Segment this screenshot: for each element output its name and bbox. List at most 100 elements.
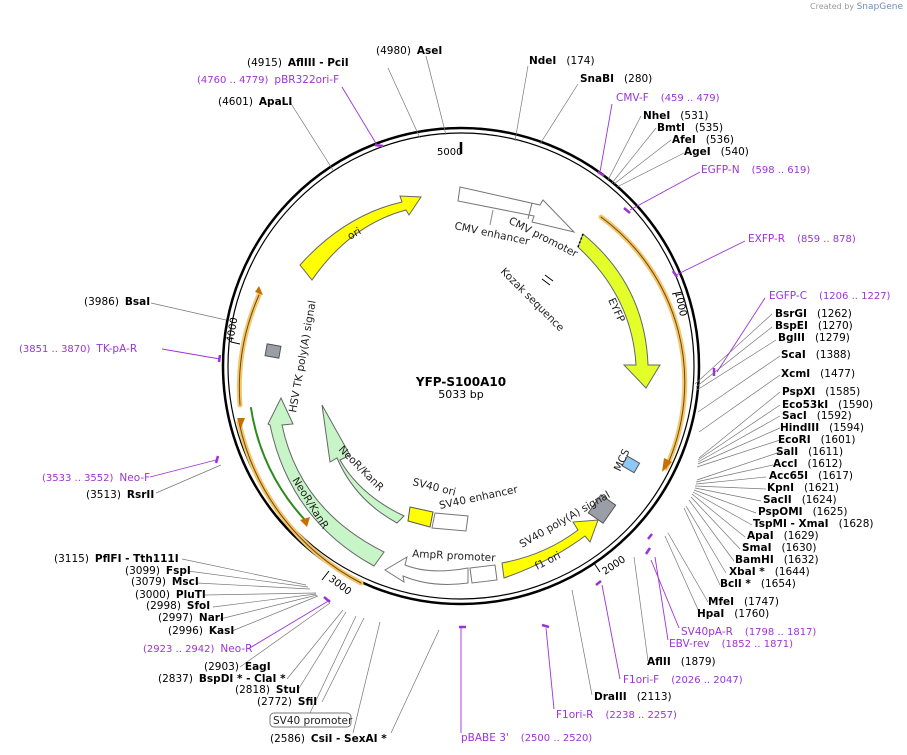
enzyme-site-hpai: HpaI (1760) bbox=[697, 608, 769, 620]
enzyme-name: CsiI - SexAI * bbox=[311, 733, 387, 745]
enzyme-site-bglii: BglII(1279) bbox=[778, 332, 850, 344]
enzyme-name: NdeI bbox=[529, 55, 556, 67]
label-ori: ori bbox=[346, 225, 364, 242]
primer-neor: (2923 .. 2942)Neo-R bbox=[143, 643, 252, 655]
enzyme-position: (3079) bbox=[131, 576, 166, 588]
primer-f1orir: F1ori-R(2238 .. 2257) bbox=[556, 709, 677, 721]
label-neor-outer: NeoR/KanR bbox=[289, 475, 330, 531]
primer-range: (2026 .. 2047) bbox=[671, 675, 743, 686]
primer-name: EBV-rev bbox=[669, 638, 710, 650]
enzyme-site-pspxi: PspXI(1585) bbox=[782, 386, 860, 398]
enzyme-name: HpaI bbox=[697, 608, 724, 620]
enzyme-name: KasI bbox=[209, 625, 234, 637]
enzyme-position: (1388) bbox=[816, 349, 851, 361]
leader-lines bbox=[150, 55, 781, 734]
snapgene-brand: SnapGene bbox=[856, 2, 903, 12]
primer-name: EXFP-R bbox=[748, 233, 785, 245]
credit-prefix: Created by bbox=[810, 2, 855, 11]
enzyme-name: EagI bbox=[245, 661, 271, 673]
enzyme-position: (4980) bbox=[376, 45, 411, 57]
enzyme-site-acc65i: Acc65I(1617) bbox=[769, 470, 853, 482]
primer-name: pBABE 3' bbox=[461, 732, 509, 744]
enzyme-site-apai: ApaI(1629) bbox=[747, 530, 819, 542]
enzyme-name: SnaBI bbox=[580, 73, 614, 85]
enzyme-position: (174) bbox=[566, 55, 594, 67]
primer-range: (459 .. 479) bbox=[661, 93, 720, 104]
enzyme-position: (1632) bbox=[784, 554, 819, 566]
primer-range: (3851 .. 3870) bbox=[19, 344, 91, 355]
enzyme-site-kpni: KpnI(1621) bbox=[767, 482, 839, 494]
label-sv40-promoter: SV40 promoter bbox=[273, 715, 353, 727]
enzyme-name: AfeI bbox=[672, 134, 696, 146]
enzyme-name: SmaI bbox=[742, 542, 772, 554]
cmv-enhancer-leader bbox=[489, 209, 494, 226]
enzyme-position: (280) bbox=[624, 73, 652, 85]
enzyme-name: BspEI bbox=[775, 320, 808, 332]
outer-arrow-heads bbox=[237, 286, 672, 527]
enzyme-position: (1644) bbox=[775, 566, 810, 578]
features bbox=[264, 186, 661, 585]
kozak-mark bbox=[544, 274, 554, 282]
label-ampr-promoter: AmpR promoter bbox=[412, 548, 497, 564]
enzyme-site-mfei: MfeI (1747) bbox=[708, 596, 779, 608]
enzyme-name: NheI bbox=[643, 110, 670, 122]
enzyme-site-bmti: BmtI(535) bbox=[657, 122, 723, 134]
enzyme-site-ndei: NdeI (174) bbox=[529, 55, 595, 67]
enzyme-position: (1747) bbox=[744, 596, 779, 608]
enzyme-position: (3986) bbox=[84, 296, 119, 308]
enzyme-site-fspi: (3099)FspI bbox=[125, 565, 191, 577]
enzyme-name: FspI bbox=[166, 565, 191, 577]
backbone bbox=[221, 126, 701, 606]
label-sv40-ori: SV40 ori bbox=[411, 476, 457, 498]
enzyme-position: (1621) bbox=[804, 482, 839, 494]
neor-inner-arrow bbox=[321, 404, 405, 524]
enzyme-position: (1592) bbox=[817, 410, 852, 422]
enzyme-site-snabi: SnaBI (280) bbox=[580, 73, 652, 85]
tick-5000: 5000 bbox=[437, 147, 462, 158]
primer-labels: (4760 .. 4779) pBR322ori-F CMV-F (459 .. 47… bbox=[19, 74, 891, 744]
enzyme-name: AflIII - PciI bbox=[288, 57, 349, 69]
tick-marks bbox=[230, 142, 683, 581]
enzyme-site-pflfi: (3115)PflFI - Tth111I bbox=[54, 553, 179, 565]
enzyme-position: (1585) bbox=[825, 386, 860, 398]
enzyme-site-aflii: AflII(1879) bbox=[647, 656, 716, 668]
sv40-polya-box bbox=[587, 494, 617, 524]
enzyme-site-msci: (3079) MscI bbox=[131, 576, 199, 588]
primer-egfpn: EGFP-N(598 .. 619) bbox=[701, 164, 810, 176]
primer-name: CMV-F bbox=[616, 92, 649, 104]
sv40-enhancer-box bbox=[431, 512, 469, 532]
enzyme-position: (1262) bbox=[817, 308, 852, 320]
enzyme-name: BamHI bbox=[735, 554, 774, 566]
enzyme-position: (4915) bbox=[247, 57, 282, 69]
enzyme-name: AccI bbox=[773, 458, 797, 470]
enzyme-site-bcli: BclI *(1654) bbox=[720, 578, 796, 590]
enzyme-position: (1477) bbox=[820, 368, 855, 380]
primer-name: pBR322ori-F bbox=[274, 74, 339, 86]
enzyme-name: BspDI * - ClaI * bbox=[199, 673, 286, 685]
primer-exfpr: EXFP-R (859 .. 878) bbox=[748, 233, 856, 245]
enzyme-site-acci: AccI(1612) bbox=[773, 458, 842, 470]
enzyme-site-hindiii: HindIII(1594) bbox=[780, 422, 864, 434]
enzyme-name: DraIII bbox=[594, 691, 627, 703]
primer-range: (859 .. 878) bbox=[797, 234, 856, 245]
enzyme-position: (2772) bbox=[257, 696, 292, 708]
enzyme-position: (1601) bbox=[821, 434, 856, 446]
enzyme-site-sacii: SacII(1624) bbox=[763, 494, 837, 506]
enzyme-name: MfeI bbox=[708, 596, 734, 608]
cmv-divider bbox=[527, 202, 533, 220]
primer-range: (1852 .. 1871) bbox=[722, 639, 794, 650]
enzyme-site-csii: (2586)CsiI - SexAI * bbox=[270, 733, 387, 745]
primer-cmvf: CMV-F (459 .. 479) bbox=[616, 92, 720, 104]
enzyme-position: (3000) bbox=[135, 589, 170, 601]
enzyme-site-pluti: (3000) PluTI bbox=[135, 589, 206, 601]
enzyme-position: (2113) bbox=[637, 691, 672, 703]
primer-range: (4760 .. 4779) bbox=[197, 75, 269, 86]
enzyme-position: (1760) bbox=[734, 608, 769, 620]
enzyme-name: PluTI bbox=[176, 589, 206, 601]
hsv-tk-box bbox=[264, 343, 282, 359]
ampr-promoter-box bbox=[469, 564, 498, 584]
enzyme-name: NarI bbox=[199, 612, 224, 624]
enzyme-name: MscI bbox=[172, 576, 199, 588]
plasmid-size: 5033 bp bbox=[438, 388, 483, 401]
enzyme-name: BsaI bbox=[125, 296, 150, 308]
